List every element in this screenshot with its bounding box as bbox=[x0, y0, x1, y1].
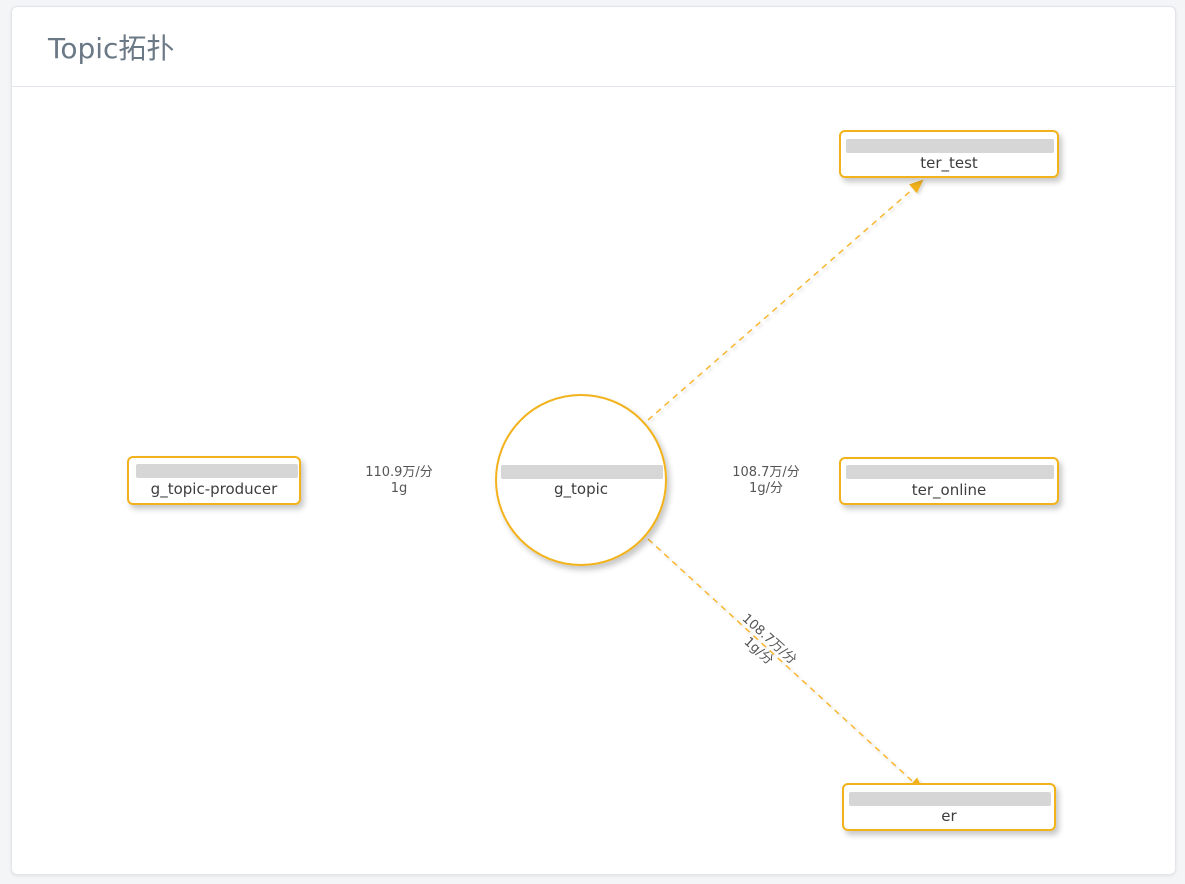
edge-label-producer-to-topic: 110.9万/分 1g bbox=[365, 465, 433, 496]
edge-label-topic-to-er: 108.7万/分 1g/分 bbox=[739, 611, 799, 668]
topology-graph: 110.9万/分 1g 108.7万/分 1g/分 108.7万/分 1g/分 … bbox=[127, 130, 1059, 831]
redacted-text bbox=[849, 792, 1051, 806]
edge-rate-label: 110.9万/分 bbox=[365, 465, 433, 480]
edge-size-label: 1g bbox=[391, 481, 408, 496]
redacted-text bbox=[846, 139, 1054, 153]
redacted-text bbox=[501, 465, 663, 479]
node-label: ter_test bbox=[920, 154, 978, 173]
edge-size-label: 1g/分 bbox=[749, 481, 783, 496]
node-consumer-test[interactable]: ter_test bbox=[839, 130, 1059, 178]
redacted-text bbox=[846, 465, 1054, 479]
edge-topic-to-er bbox=[647, 538, 924, 792]
redacted-text bbox=[136, 464, 298, 478]
node-label: g_topic bbox=[554, 480, 608, 499]
topology-canvas: 110.9万/分 1g 108.7万/分 1g/分 108.7万/分 1g/分 … bbox=[12, 87, 1175, 874]
edge-rate-label: 108.7万/分 bbox=[732, 465, 800, 480]
node-label: g_topic-producer bbox=[151, 480, 278, 499]
node-topic[interactable]: g_topic bbox=[495, 394, 667, 566]
node-consumer-online[interactable]: ter_online bbox=[839, 457, 1059, 505]
node-producer[interactable]: g_topic-producer bbox=[127, 456, 301, 505]
edge-label-topic-to-online: 108.7万/分 1g/分 bbox=[732, 465, 800, 496]
card-header: Topic拓扑 bbox=[12, 7, 1175, 87]
node-label: er bbox=[941, 807, 957, 825]
topology-card: Topic拓扑 bbox=[11, 6, 1176, 875]
edge-topic-to-test bbox=[647, 179, 924, 421]
page-title: Topic拓扑 bbox=[48, 31, 175, 65]
node-label: ter_online bbox=[912, 481, 987, 500]
node-consumer-er[interactable]: er bbox=[842, 783, 1056, 831]
